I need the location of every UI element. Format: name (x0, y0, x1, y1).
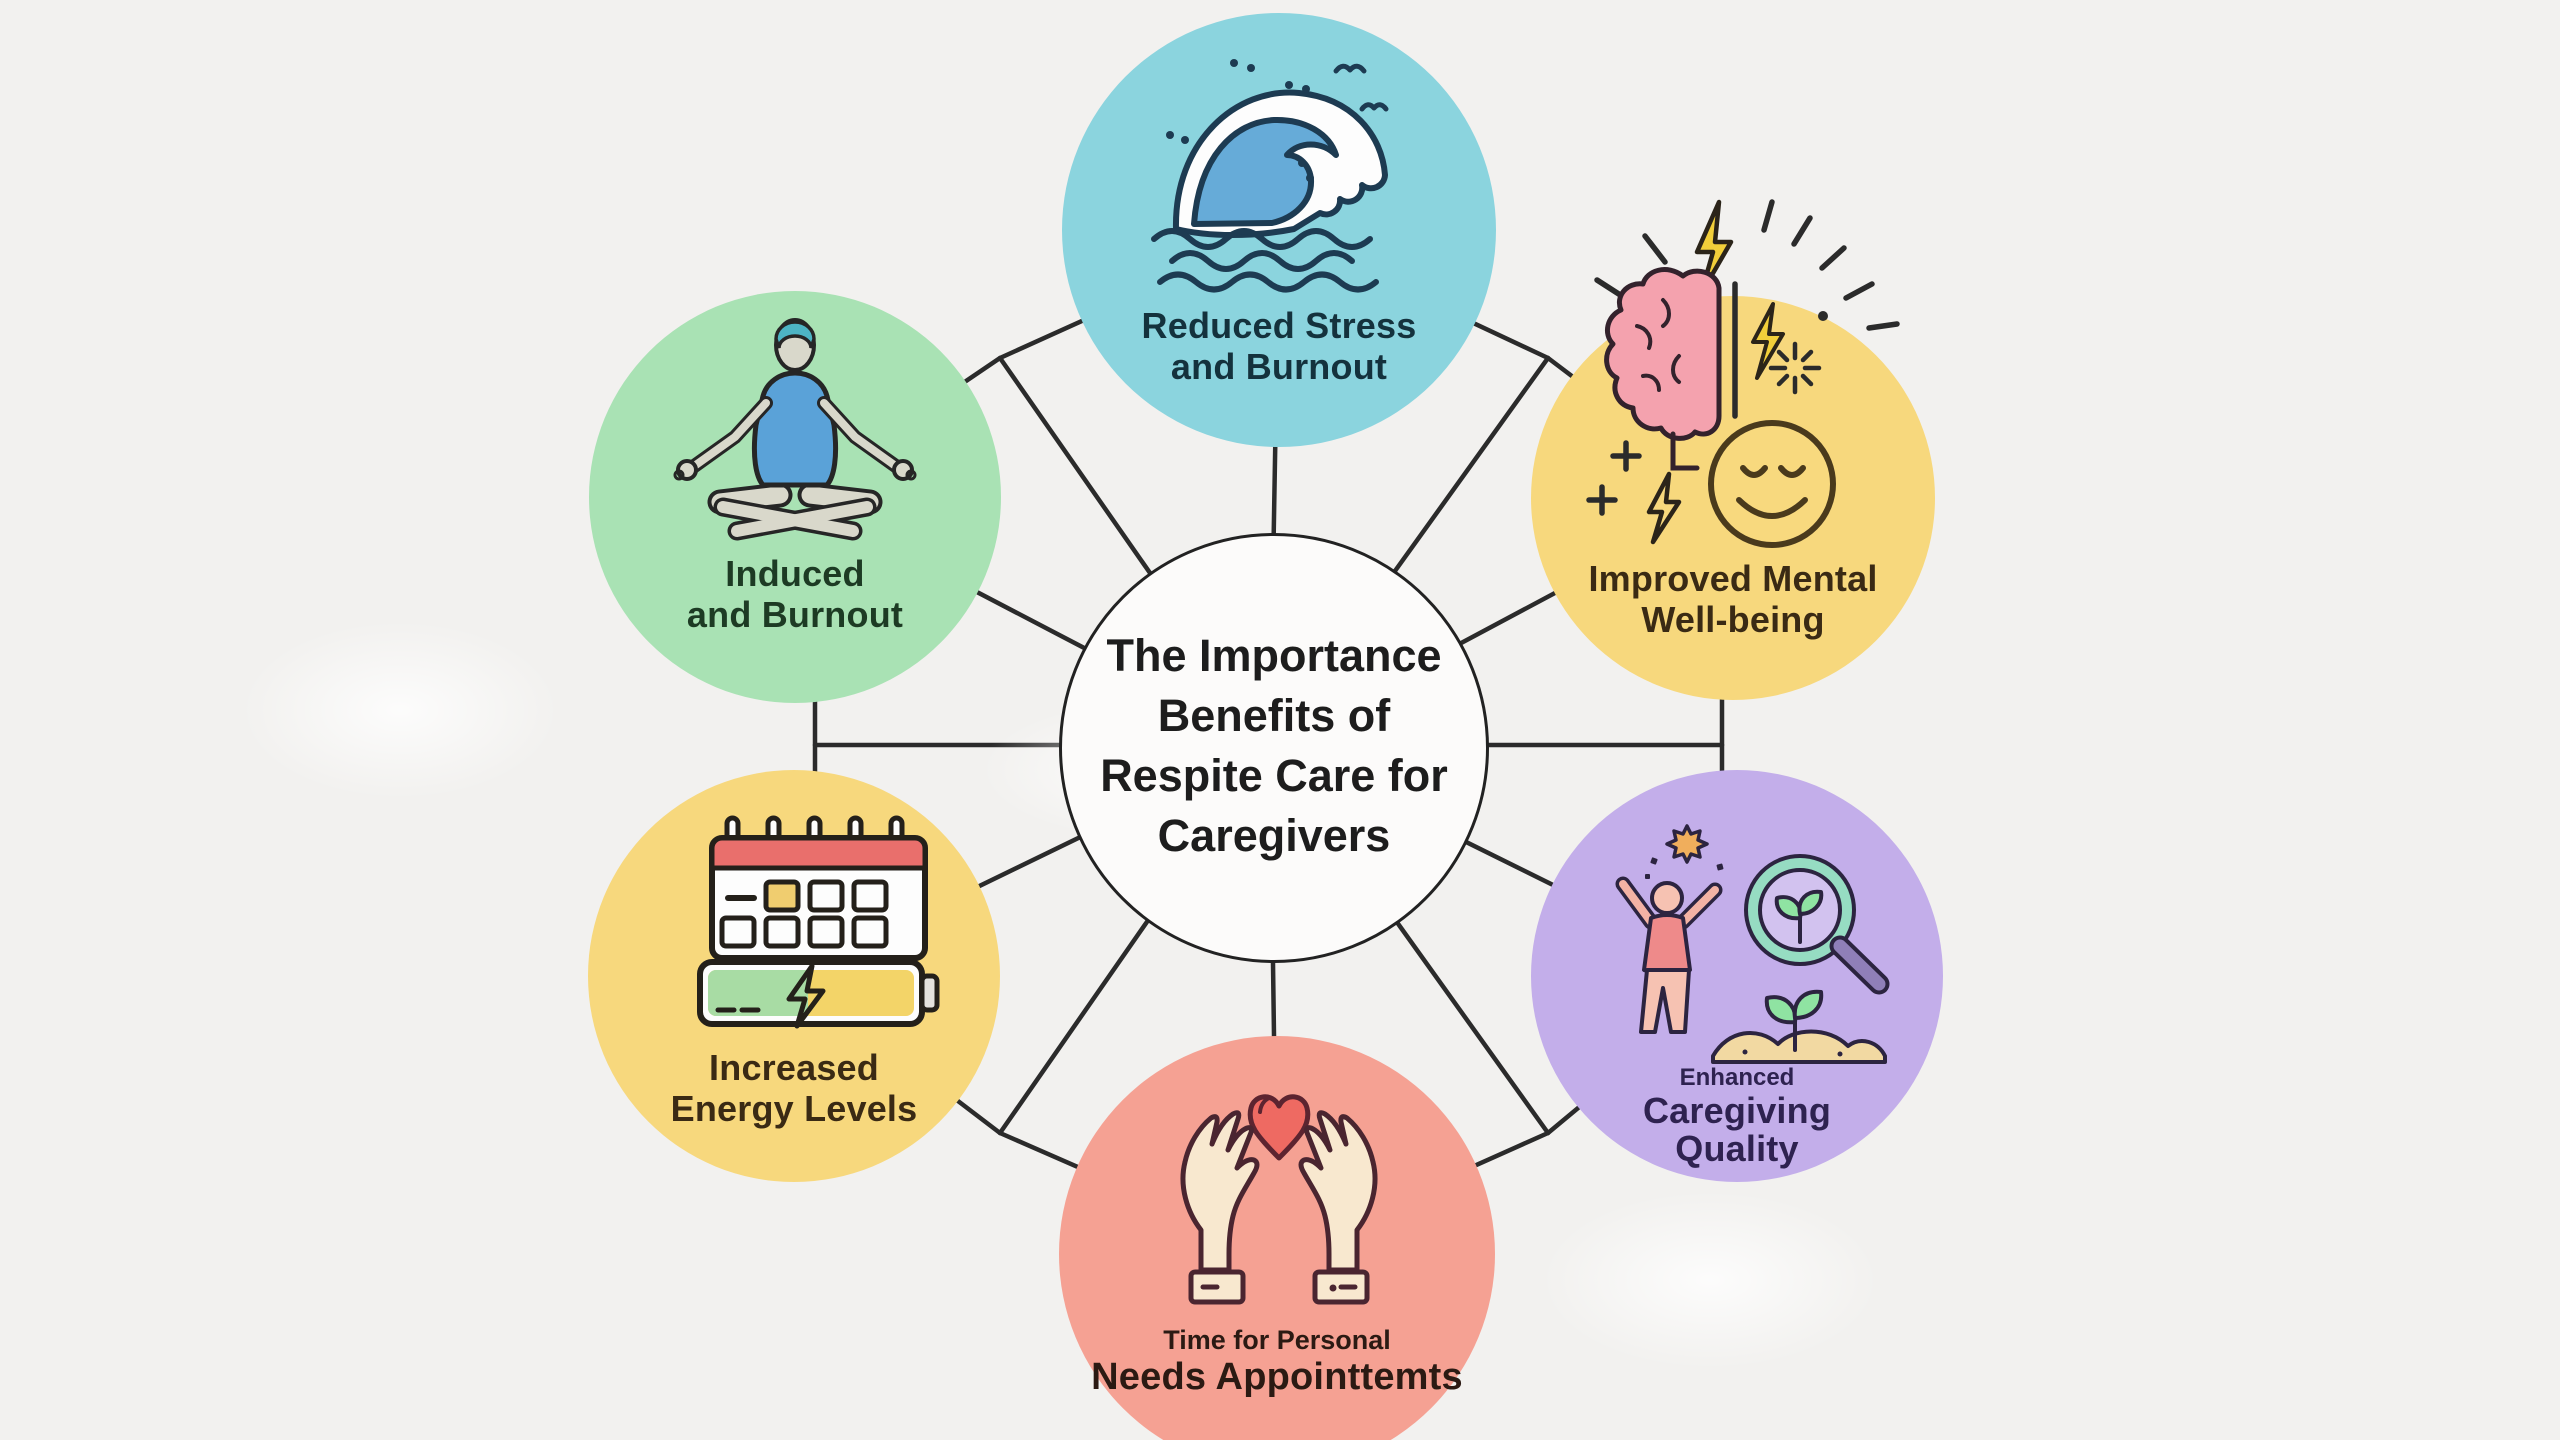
growth-magnifier-icon (1615, 824, 1890, 1064)
label-line: Increased (709, 1047, 879, 1088)
node-label-reduced-stress: Reduced Stress and Burnout (1062, 305, 1496, 387)
center-title-circle: The Importance Benefits of Respite Care … (1059, 533, 1489, 963)
brain-wellbeing-icon (1586, 199, 1900, 548)
label-line: Reduced Stress (1141, 305, 1417, 346)
node-induced-burnout: Induced and Burnout (589, 291, 1001, 703)
node-label-personal-needs: Time for Personal Needs Appointtemts (1059, 1325, 1495, 1398)
node-label-increased-energy: Increased Energy Levels (588, 1047, 1000, 1129)
label-line: Well-being (1641, 599, 1825, 640)
node-label-improved-mental: Improved Mental Well-being (1531, 558, 1935, 640)
meditation-person-icon (673, 318, 917, 541)
node-label-caregiving: Enhanced Caregiving Quality (1531, 1064, 1943, 1168)
brain-folds (1635, 298, 1681, 392)
label-line: Caregiving (1642, 1090, 1832, 1131)
node-increased-energy: Increased Energy Levels (588, 770, 1000, 1182)
ocean-wave-icon (1151, 59, 1389, 293)
node-improved-mental-wellbeing: Improved Mental Well-being (1531, 199, 1935, 700)
title-line: Respite Care for (1100, 750, 1448, 801)
label-line: and Burnout (1170, 346, 1388, 387)
specks (1645, 857, 1724, 879)
label-line: Quality (1675, 1128, 1799, 1169)
label-line: Induced (725, 553, 865, 594)
wave-dots (1166, 59, 1314, 182)
node-reduced-stress: Reduced Stress and Burnout (1062, 13, 1496, 447)
smiley-face (1736, 465, 1808, 519)
node-caregiving-quality: Enhanced Caregiving Quality (1531, 770, 1943, 1182)
diagram-title: The Importance Benefits of Respite Care … (1062, 626, 1486, 866)
background-texture (240, 620, 560, 800)
background-texture (1540, 1190, 1880, 1370)
sparkle (1768, 341, 1822, 395)
title-line: Caregivers (1157, 810, 1391, 861)
title-line: The Importance (1106, 630, 1442, 681)
label-line: Needs Appointtemts (1091, 1356, 1463, 1398)
node-personal-needs: Time for Personal Needs Appointtemts (1059, 1036, 1495, 1440)
label-line: and Burnout (686, 594, 904, 635)
label-line: Improved Mental (1588, 558, 1878, 599)
label-subline: Time for Personal (1163, 1325, 1391, 1355)
label-line: Energy Levels (670, 1088, 918, 1129)
title-line: Benefits of (1157, 690, 1391, 741)
node-label-induced: Induced and Burnout (589, 553, 1001, 635)
calendar-battery-icon (697, 815, 940, 1029)
label-subline: Enhanced (1679, 1064, 1795, 1091)
plus-signs (1586, 440, 1642, 516)
hands-heart-icon (1180, 1094, 1401, 1305)
